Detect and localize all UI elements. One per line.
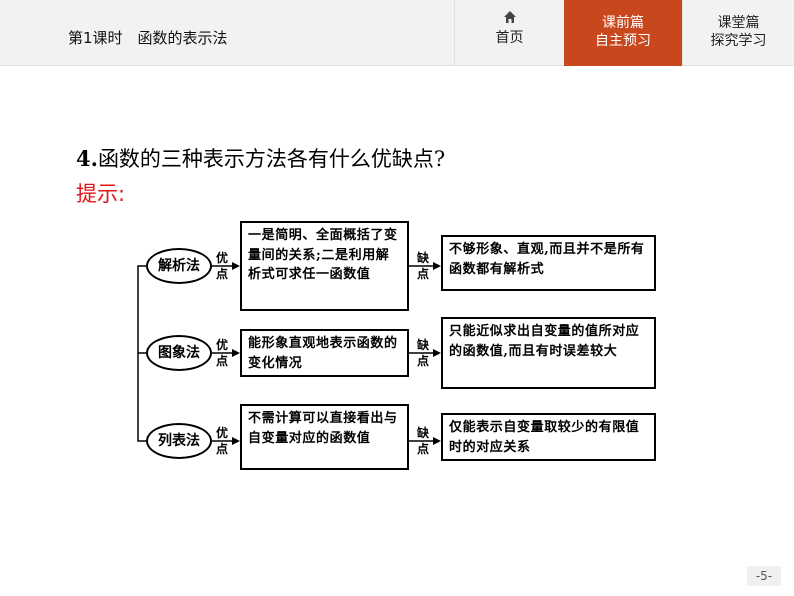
disadvantage-side-label: 缺点 <box>415 425 431 457</box>
disadvantage-side-label: 缺点 <box>415 337 431 369</box>
method-analytic: 解析法 <box>146 248 212 284</box>
advantage-side-label: 优点 <box>214 337 230 369</box>
hint-label: 提示: <box>76 182 126 206</box>
disadvantage-box-table: 仅能表示自变量取较少的有限值时的对应关系 <box>441 413 656 461</box>
nav-classroom-label-2: 探究学习 <box>710 33 767 49</box>
disadvantage-box-graph: 只能近似求出自变量的值所对应的函数值,而且有时误差较大 <box>441 317 656 389</box>
advantage-box-analytic: 一是简明、全面概括了变量间的关系;二是利用解析式可求任一函数值 <box>240 221 409 311</box>
nav-home-label: 首页 <box>495 30 524 46</box>
nav-classroom-label-1: 课堂篇 <box>717 15 760 31</box>
dis-char-1: 缺 <box>416 251 429 265</box>
method-table: 列表法 <box>146 423 212 459</box>
nav-preview-button[interactable]: 课前篇 自主预习 <box>564 0 682 66</box>
comparison-diagram: 解析法 优点 一是简明、全面概括了变量间的关系;二是利用解析式可求任一函数值 缺… <box>128 212 668 474</box>
lesson-title: 第1课时 函数的表示法 <box>68 29 228 47</box>
adv-char-2: 点 <box>215 267 228 281</box>
disadvantage-box-analytic: 不够形象、直观,而且并不是所有函数都有解析式 <box>441 235 656 291</box>
method-graph: 图象法 <box>146 335 212 371</box>
nav-preview-label-1: 课前篇 <box>602 15 644 31</box>
nav-home-button[interactable]: 首页 <box>454 0 564 66</box>
advantage-box-graph: 能形象直观地表示函数的变化情况 <box>240 329 409 377</box>
nav-preview-label-2: 自主预习 <box>595 33 651 49</box>
question: 4.函数的三种表示方法各有什么优缺点? <box>76 143 445 173</box>
dis-char-1: 缺 <box>416 426 429 440</box>
disadvantage-side-label: 缺点 <box>415 250 431 282</box>
dis-char-2: 点 <box>416 442 429 456</box>
top-bar: 第1课时 函数的表示法 首页 课前篇 自主预习 课堂篇 探究学习 <box>0 0 794 66</box>
dis-char-2: 点 <box>416 354 429 368</box>
page-number: -5- <box>747 566 781 586</box>
question-number: 4. <box>76 146 98 171</box>
adv-char-2: 点 <box>215 354 228 368</box>
advantage-side-label: 优点 <box>214 250 230 282</box>
advantage-box-table: 不需计算可以直接看出与自变量对应的函数值 <box>240 404 409 470</box>
dis-char-1: 缺 <box>416 338 429 352</box>
question-text: 函数的三种表示方法各有什么优缺点? <box>97 147 446 171</box>
nav-classroom-button[interactable]: 课堂篇 探究学习 <box>682 0 794 66</box>
advantage-side-label: 优点 <box>214 425 230 457</box>
adv-char-2: 点 <box>215 442 228 456</box>
dis-char-2: 点 <box>416 267 429 281</box>
connector-lines <box>137 262 441 445</box>
adv-char-1: 优 <box>215 251 228 265</box>
adv-char-1: 优 <box>215 338 228 352</box>
adv-char-1: 优 <box>215 426 228 440</box>
home-icon <box>503 11 516 23</box>
